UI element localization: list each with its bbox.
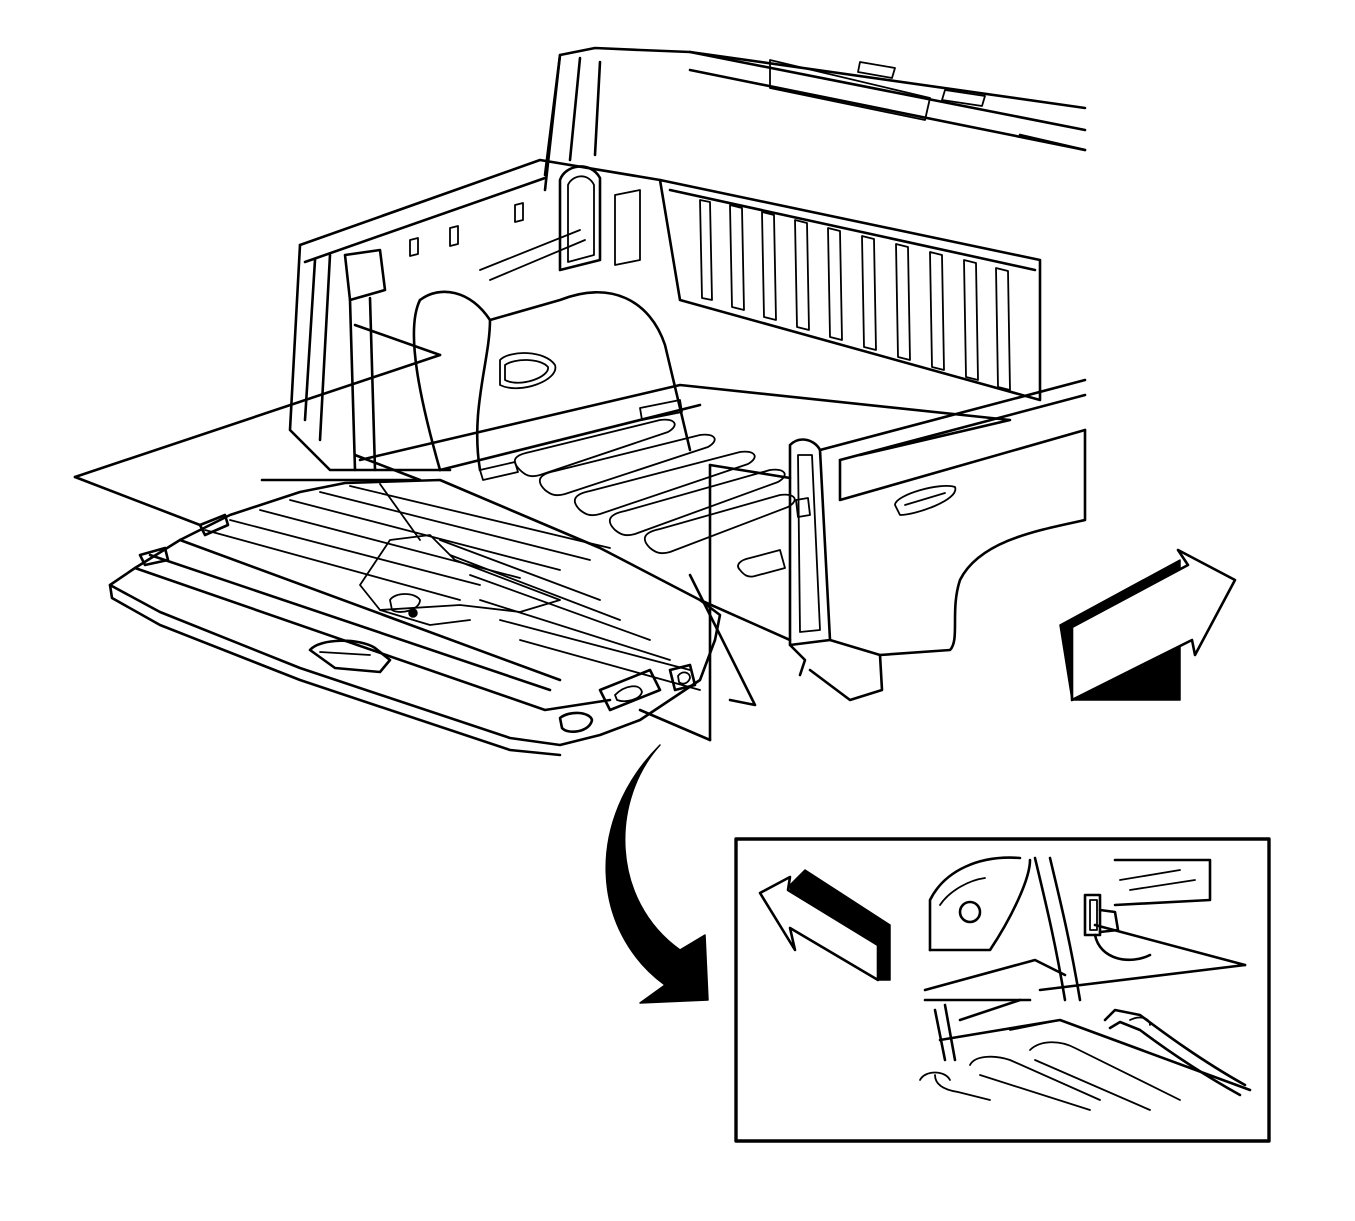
bed-floor-ribs bbox=[479, 399, 796, 578]
callout-3-leader bbox=[638, 463, 792, 742]
inset-back-arrow-icon bbox=[758, 869, 891, 982]
detail-curved-arrow-icon bbox=[605, 744, 709, 1004]
callout-1-leader bbox=[73, 323, 442, 527]
inset-hinge-detail bbox=[919, 856, 1252, 1111]
tailgate-ribs bbox=[204, 483, 701, 691]
truck-bed bbox=[288, 46, 1087, 702]
inset-detail-view bbox=[734, 837, 1271, 1143]
callout-2-leader bbox=[260, 453, 422, 482]
tailgate bbox=[108, 478, 722, 757]
front-wall-ribs bbox=[699, 199, 1011, 391]
forward-arrow-icon bbox=[1059, 548, 1237, 702]
